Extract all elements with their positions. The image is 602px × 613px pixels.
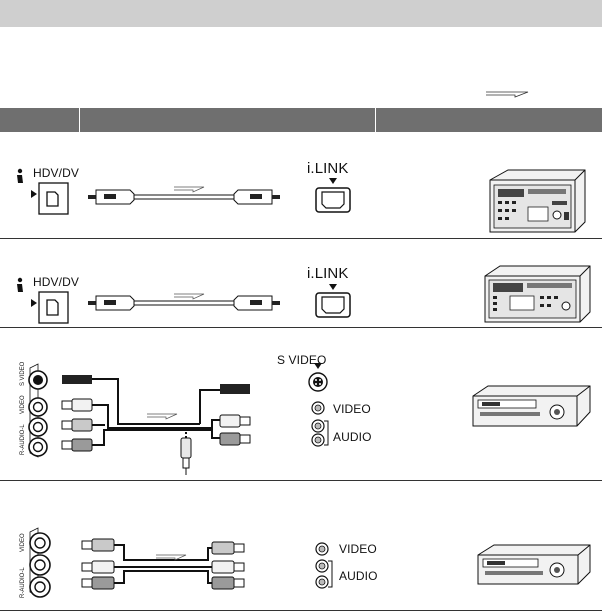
camcorder-av-jack-panel [28,363,48,458]
video-label: VIDEO [339,542,377,556]
signal-direction-arrow-icon [174,186,205,193]
camcorder-av-jack-panel [29,527,51,598]
pointer-triangle-icon [314,363,322,369]
ilink-label: i.LINK [307,265,349,282]
pointer-triangle-icon [329,284,337,290]
hdv-dv-label: HDV/DV [33,275,79,289]
signal-direction-arrow-icon [156,554,187,561]
jack-label-audio: R-AUDIO-L [20,424,26,455]
s-video-label: S VIDEO [277,353,327,367]
av-composite-connection-diagram [29,527,591,598]
audio-label: AUDIO [339,569,378,583]
table-header [0,108,602,132]
av-svideo-connection-diagram [28,363,591,475]
av-cable-right-plugs [211,541,245,590]
hdv-deck-device-icon [484,265,591,323]
vcr-device-icon [472,385,591,427]
row-divider [0,238,602,239]
jack-label-video: VIDEO [20,395,26,414]
signal-direction-arrow-icon [486,91,529,98]
av-cable-wires [92,378,220,446]
s-video-plug-down [180,437,192,475]
s-video-jack-icon [308,372,328,392]
ilink-connection-diagram [17,265,591,324]
ilink-cable [88,189,280,205]
video-jack-icon [311,401,325,415]
ilink-cable [88,295,280,311]
av-cable-left-plugs [81,538,115,590]
hdv-dv-jack-icon [38,291,69,324]
vcr-device-icon [477,544,591,585]
jack-label-s-video: S VIDEO [20,361,26,386]
ilink-logo-icon [17,168,23,183]
av-cable-right-plugs [219,384,251,446]
row-divider [0,480,602,481]
ilink-label: i.LINK [307,160,349,177]
pointer-triangle-icon [329,178,337,184]
ilink-jack-icon [315,187,351,213]
row-divider [0,610,602,611]
video-jack-icon [315,542,329,556]
hdv-dv-label: HDV/DV [33,166,79,180]
audio-jacks-icon [311,419,329,447]
ilink-connection-diagram [17,168,586,233]
hdv-dv-jack-icon [38,182,69,215]
header-divider [375,108,376,132]
signal-direction-arrow-icon [147,413,178,420]
section-title-bar [0,0,602,27]
signal-direction-arrow-icon [174,293,205,300]
jack-label-video: VIDEO [20,533,26,552]
audio-label: AUDIO [333,430,372,444]
header-divider [79,108,80,132]
ilink-logo-icon [17,277,23,292]
jack-label-audio: R-AUDIO-L [20,567,26,598]
hdv-deck-device-icon [489,169,586,233]
ilink-jack-icon [315,292,351,318]
pointer-triangle-icon [31,190,37,198]
row-divider [0,327,602,328]
pointer-triangle-icon [31,299,37,307]
av-cable-left-plugs [61,375,93,452]
av-cable-wires [114,544,212,584]
audio-jacks-icon [315,559,333,589]
video-label: VIDEO [333,402,371,416]
